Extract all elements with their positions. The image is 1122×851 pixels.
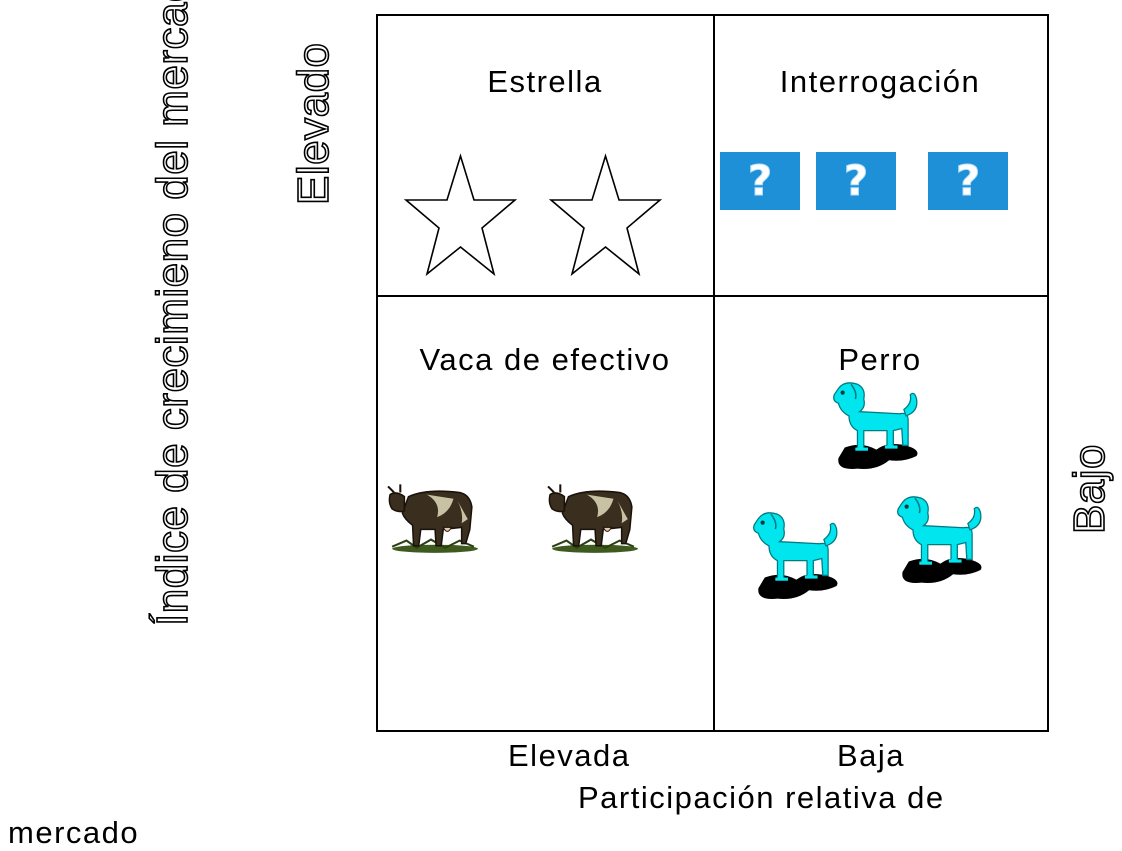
cow-icon	[546, 472, 638, 554]
bcg-matrix: Estrella Interrogación Vaca de efectivo …	[376, 14, 1049, 732]
dog-icon	[894, 494, 989, 589]
y-axis-high-label: Elevado	[288, 42, 339, 206]
x-axis-title-line1: Participación relativa de	[578, 780, 945, 815]
quadrant-label-star: Estrella	[487, 64, 603, 99]
x-axis-title-line2: mercado	[8, 815, 140, 850]
question-mark-icon: ?	[816, 152, 896, 210]
question-mark-icon: ?	[928, 152, 1008, 210]
y-axis-low-label: Bajo	[1064, 443, 1115, 535]
star-icon	[403, 153, 518, 277]
cow-icon	[386, 472, 478, 554]
horizontal-divider	[378, 295, 1047, 297]
dog-icon	[830, 380, 925, 475]
x-axis-low-label: Baja	[837, 738, 906, 773]
quadrant-label-cash-cow: Vaca de efectivo	[419, 342, 671, 377]
question-mark-glyph: ?	[955, 156, 981, 205]
star-icon	[548, 153, 663, 277]
vertical-divider	[713, 16, 715, 730]
y-axis-title: Índice de crecimieno del mercado	[147, 0, 198, 627]
quadrant-label-question: Interrogación	[779, 64, 981, 99]
question-mark-glyph: ?	[747, 156, 773, 205]
dog-icon	[750, 510, 845, 605]
x-axis-high-label: Elevada	[508, 738, 631, 773]
question-mark-icon: ?	[720, 152, 800, 210]
quadrant-label-dog: Perro	[838, 342, 922, 377]
question-mark-glyph: ?	[843, 156, 869, 205]
